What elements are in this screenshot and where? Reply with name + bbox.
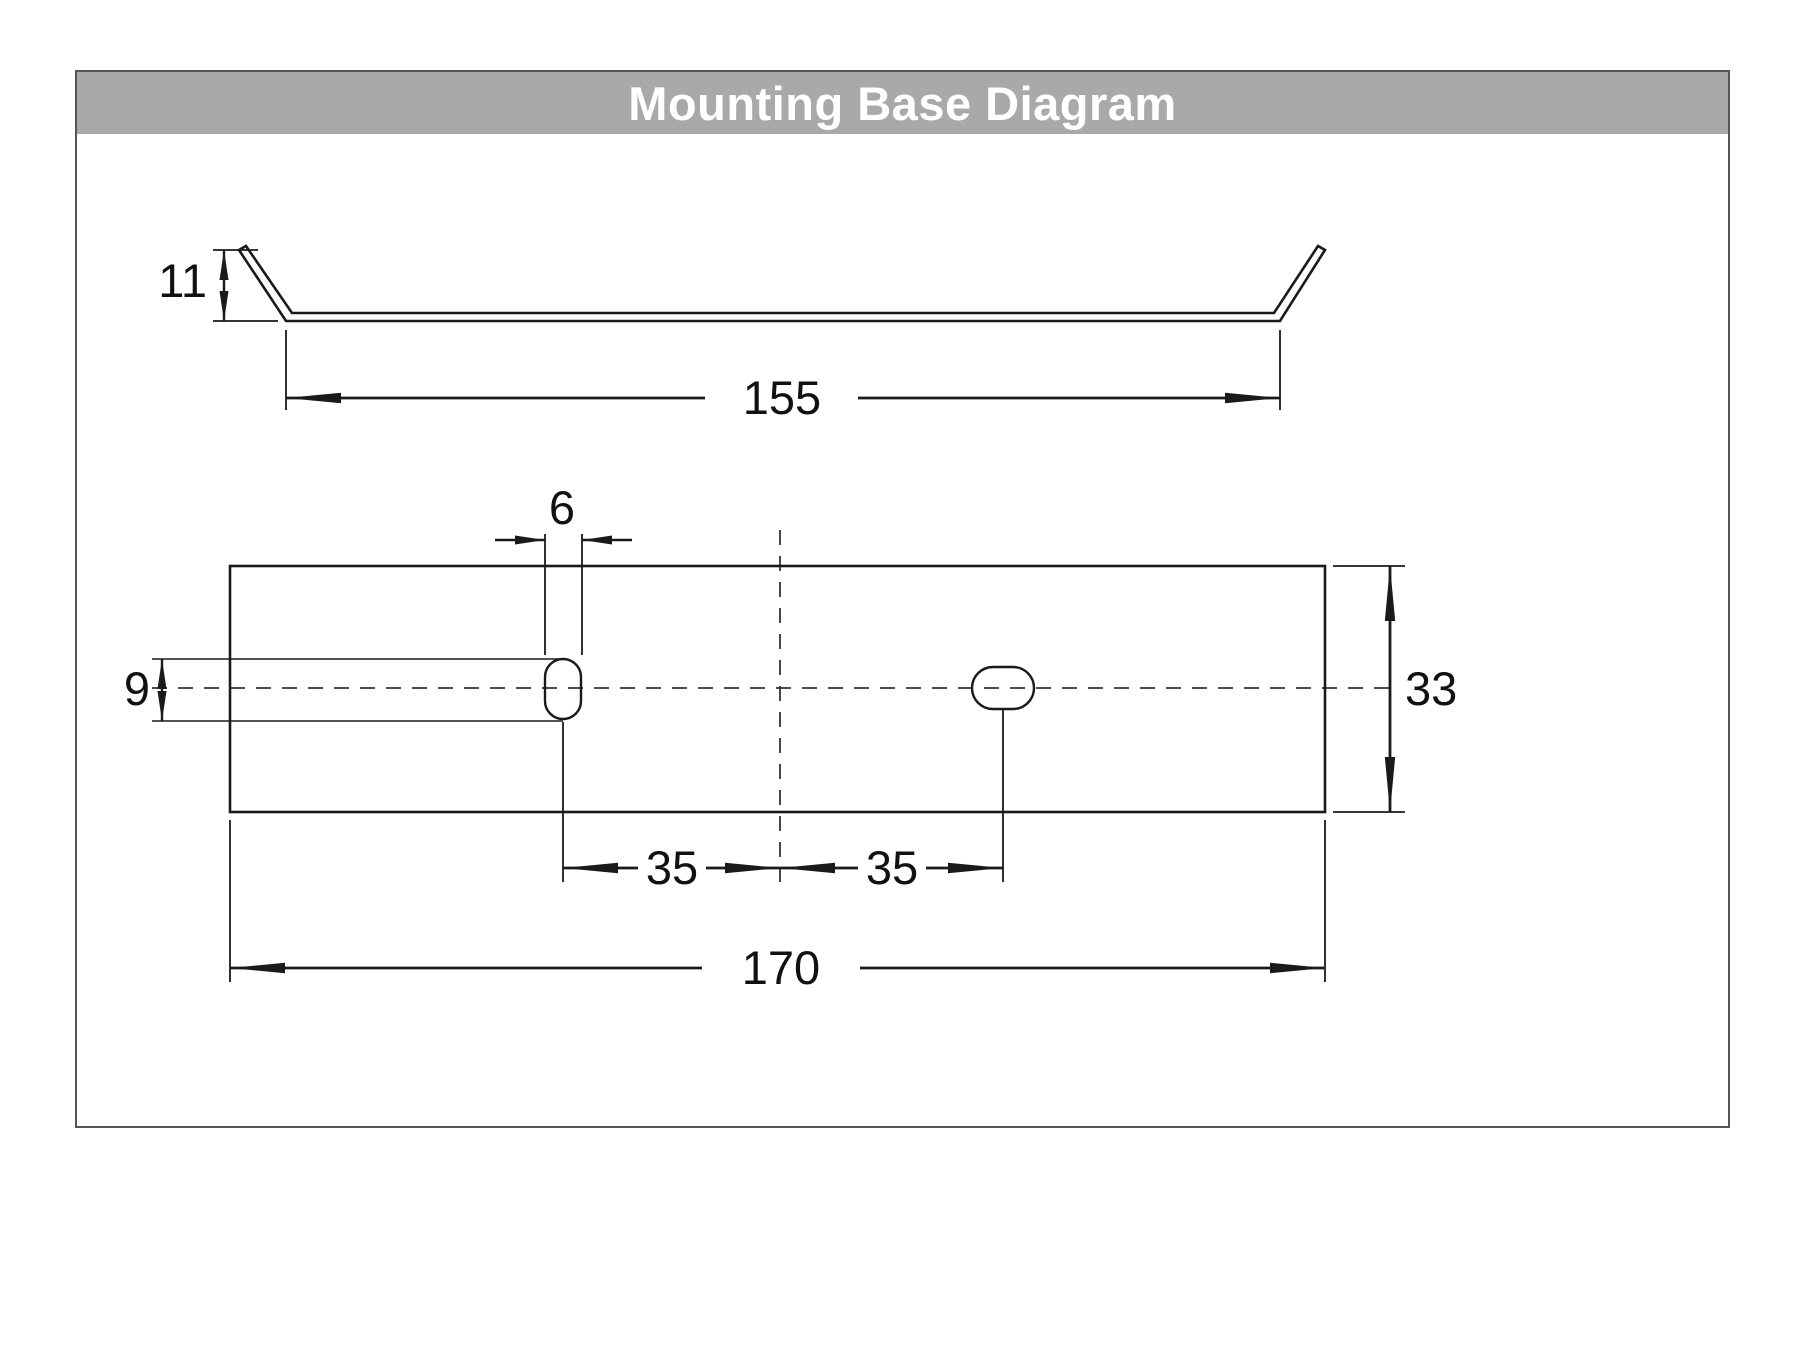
- page-title: Mounting Base Diagram: [628, 76, 1177, 130]
- diagram-frame: Mounting Base Diagram: [75, 70, 1730, 1128]
- title-bar: Mounting Base Diagram: [77, 72, 1728, 134]
